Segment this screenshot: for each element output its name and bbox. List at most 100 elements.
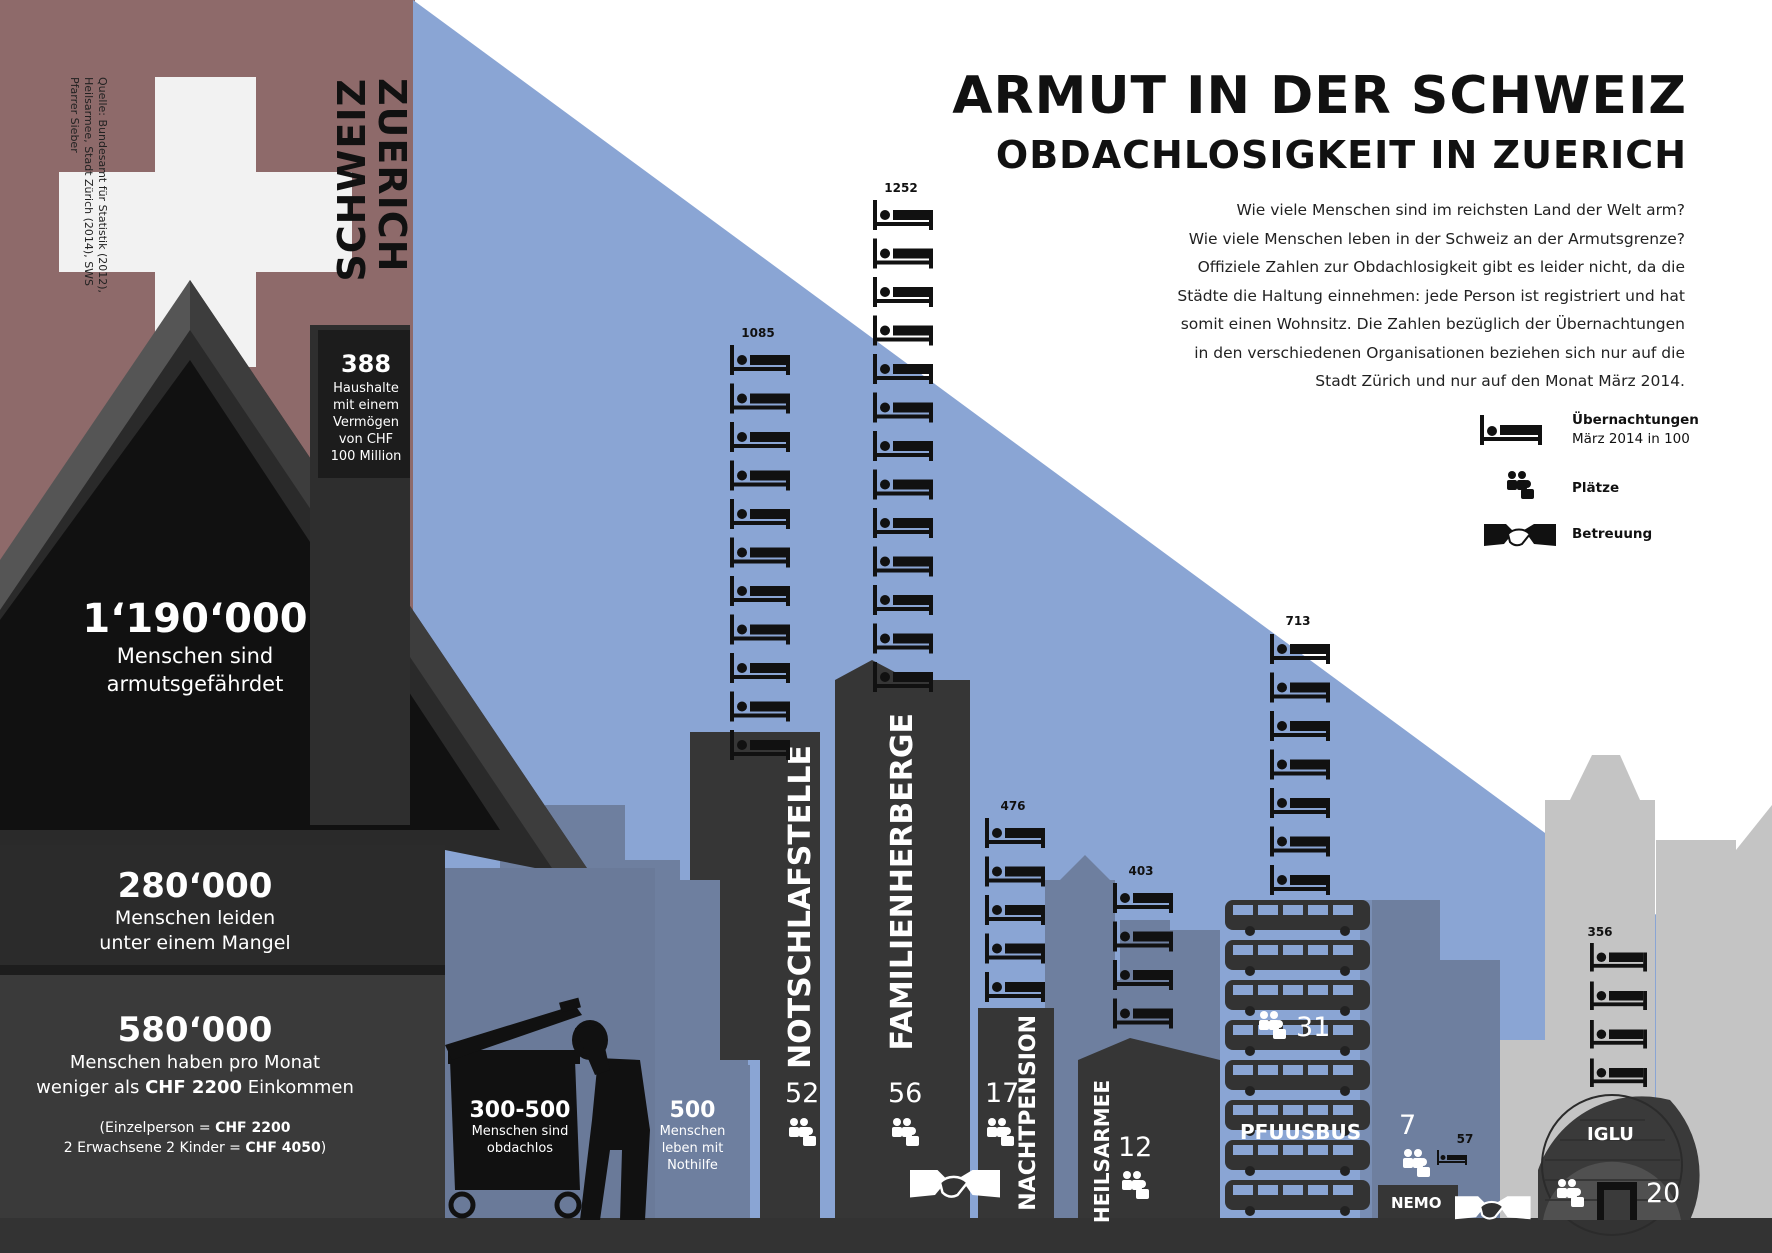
org-label-pfuusbus: PFUUSBUS [1240,1120,1362,1144]
places-notschlafstelle: 52 [785,1078,820,1109]
bed-icon [1270,788,1330,818]
bed-icon [1270,711,1330,741]
pfuusbus-bus-stack [1225,900,1370,1216]
label-zuerich: ZUERICH [370,78,414,273]
nights-nemo: 57 [1456,1132,1474,1146]
bed-icon [730,653,790,683]
bed-icon [873,431,933,461]
places-pfuusbus: 31 [1296,1012,1331,1043]
bed-icon [730,537,790,568]
bed-icon [873,392,933,423]
legend-places: Plätze [1572,480,1620,496]
bed-icon [1590,1058,1647,1087]
bed-icon [1590,981,1647,1010]
legend-care: Betreuung [1572,526,1653,542]
bed-icon [1590,1020,1647,1049]
people-icon [1507,471,1534,499]
lack-value: 280‘000 [117,866,273,906]
intro-line: Stadt Zürich und nur auf den Monat März … [1315,372,1685,390]
intro-line: Städte die Haltung einnehmen: jede Perso… [1177,286,1685,305]
homeless-line: obdachlos [486,1141,554,1156]
deprivation-stat: 280‘000 Menschen leiden unter einem Mang… [45,866,345,956]
bed-icon [1270,749,1330,780]
bed-icon [873,200,933,230]
risk-line: armutsgefährdet [106,672,284,696]
bed-icon [1113,998,1173,1029]
legend-beds-sub: März 2014 in 100 [1572,431,1690,447]
people-icon [892,1118,919,1146]
emergency-stat: 500 Menschen leben mit Nothilfe [650,1098,735,1174]
lack-line: unter einem Mangel [99,932,291,954]
emergency-line: leben mit [661,1141,724,1156]
swiss-cross-h [59,172,352,272]
nights-nachtpension: 476 [1000,799,1026,813]
bed-icon [873,238,933,269]
bed-icon [730,614,790,645]
bed-icon [873,662,933,692]
page-title: ARMUT IN DER SCHWEIZ [952,66,1687,126]
nights-familienherberge: 1252 [884,181,918,195]
source-line-2: Heilsarmee, Stadt Zürich (2014), SWS Pfa… [68,77,95,287]
nights-pfuusbus: 713 [1285,614,1311,628]
rich-value: 388 [340,350,392,378]
legend-beds: Übernachtungen März 2014 in 100 [1572,412,1712,450]
rich-line: 100 Million [330,449,402,464]
intro-line: somit einen Wohnsitz. Die Zahlen bezügli… [1180,315,1685,333]
places-familienherberge: 56 [888,1078,923,1109]
nights-notschlafstelle: 1085 [741,326,775,340]
bed-icon [730,730,790,760]
people-icon [1403,1149,1430,1177]
intro-text: Wie viele Menschen sind im reichsten Lan… [1045,196,1685,396]
low-line-1: Menschen haben pro Monat [69,1052,321,1073]
bed-icon [1437,1150,1467,1165]
bed-icon [1270,634,1330,664]
bed-icon [730,691,790,722]
handshake-icon [1455,1196,1531,1220]
bed-icon [1590,943,1647,972]
bus-shape [1225,1060,1370,1096]
org-label-nemo: NEMO [1391,1194,1442,1212]
bed-icon [985,818,1045,848]
bed-icon [1270,826,1330,857]
low-value: 580‘000 [117,1010,273,1050]
bed-icon [1480,415,1542,445]
places-heilsarmee: 12 [1118,1132,1153,1163]
handshake-icon [910,1170,1000,1198]
homeless-value: 300-500 [469,1098,571,1123]
bed-icon [730,422,790,452]
bed-icon [873,469,933,500]
bed-icon [985,972,1045,1002]
emergency-value: 500 [669,1098,716,1123]
bed-icon [873,623,933,654]
people-icon [1259,1011,1286,1039]
bed-icon [730,576,790,606]
low-income-stat: 580‘000 Menschen haben pro Monat weniger… [15,1010,375,1158]
lack-line: Menschen leiden [114,907,276,929]
at-risk-stat: 1‘190‘000 Menschen sind armutsgefährdet [40,596,350,698]
bed-icon [730,345,790,375]
nights-heilsarmee: 403 [1128,864,1154,878]
emergency-line: Nothilfe [667,1158,718,1173]
people-icon [1557,1179,1584,1207]
bed-icon [1270,865,1330,895]
bed-icon [730,460,790,491]
homeless-stat: 300-500 Menschen sind obdachlos [455,1098,585,1157]
bed-icon [985,933,1045,964]
rich-households: 388 Haushalte mit einem Vermögen von CHF… [318,350,414,465]
people-icon [789,1118,816,1146]
places-nemo: 7 [1399,1110,1417,1141]
risk-value: 1‘190‘000 [82,596,308,642]
low-line-2: weniger als CHF 2200 Einkommen [36,1077,354,1098]
homeless-line: Menschen sind [471,1124,569,1139]
source-note: Quelle: Bundesamt für Statistik (2012), … [67,77,109,317]
bus-shape [1225,1140,1370,1176]
places-iglu: 20 [1646,1178,1681,1209]
bed-icon [1113,921,1173,952]
bus-shape [1225,1180,1370,1216]
people-icon [987,1118,1014,1146]
bus-shape [1225,940,1370,976]
bed-icon [730,383,790,414]
bed-icon [1113,883,1173,913]
